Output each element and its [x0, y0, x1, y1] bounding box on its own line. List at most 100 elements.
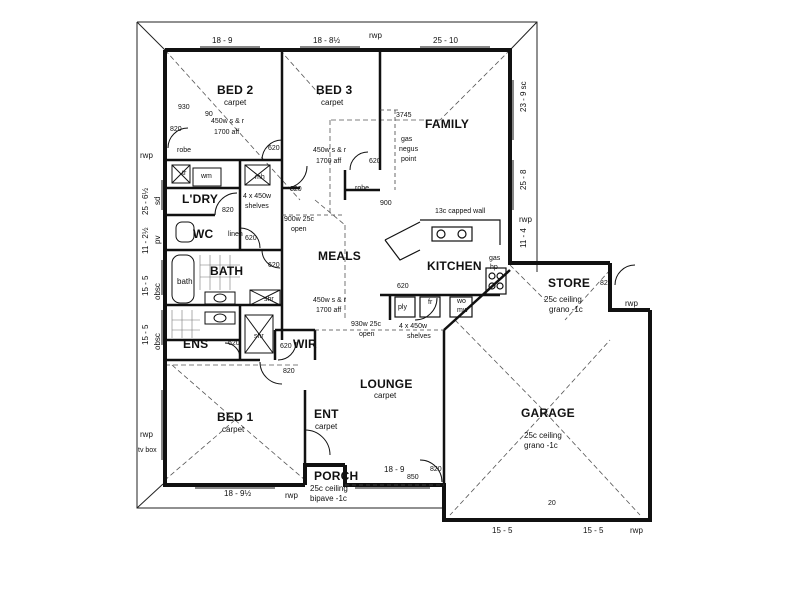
bed2-robe: robe: [177, 147, 192, 154]
lounge-820-a: 820: [283, 368, 295, 375]
dim-3745: 3745: [396, 112, 412, 119]
bed2-620: 620: [268, 145, 280, 152]
tv-box-label: tv box: [138, 447, 157, 454]
dim-left-pv: pv: [153, 235, 162, 244]
ceiling-openings: [282, 109, 444, 486]
store-ceiling-1: 25c ceiling: [544, 295, 582, 304]
ldry-tr: tr: [182, 170, 187, 177]
room-name-bath: BATH: [210, 264, 244, 278]
room-name-wc: WC: [193, 227, 214, 241]
garage-ceiling-2: grano -1c: [524, 441, 558, 450]
rwp-store: rwp: [625, 299, 638, 308]
room-name-ldry: L'DRY: [182, 192, 219, 206]
rwp-right: rwp: [519, 215, 532, 224]
rwp-top: rwp: [369, 31, 382, 40]
kitchen-620: 620: [397, 283, 409, 290]
windows: [161, 46, 514, 489]
kitchen-fr: fr: [428, 299, 433, 306]
dim-right-c: 11 - 4: [519, 228, 528, 248]
porch-ceiling-2: bipave -1c: [310, 494, 347, 503]
garage-ceiling-1: 25c ceiling: [524, 431, 562, 440]
room-name-porch: PORCH: [314, 469, 359, 483]
ldry-shelves-2: shelves: [245, 203, 269, 210]
dim-left-obsc2: obsc: [153, 333, 162, 350]
room-name-bed3: BED 3: [316, 83, 353, 97]
room-name-lounge: LOUNGE: [360, 377, 413, 391]
bed2-820: 820: [170, 126, 182, 133]
room-name-kitchen: KITCHEN: [427, 259, 482, 273]
bed3-robe: robe: [355, 185, 370, 192]
bath-620: 620: [268, 262, 280, 269]
roof-outline: [136, 21, 538, 509]
dim-bottom-1: 18 - 9½: [224, 489, 252, 498]
opening2-2: open: [359, 331, 375, 338]
wir-620: 620: [280, 343, 292, 350]
interior-walls: [165, 50, 511, 485]
rwp-left-2: rwp: [140, 430, 153, 439]
room-name-meals: MEALS: [318, 249, 361, 263]
store-ceiling-2: grano -1c: [549, 305, 583, 314]
ldry-mh: mh: [255, 174, 265, 181]
lounge-floor: carpet: [374, 391, 397, 400]
ldry-wm: wm: [201, 173, 212, 180]
porch-ceiling-1: 25c ceiling: [310, 484, 348, 493]
dim-right-b: 25 - 8: [519, 169, 528, 190]
dim-left-c: 15 - 5: [141, 275, 150, 296]
kit-shelves-1: 4 x 450w: [399, 323, 428, 330]
tile-hatching: [171, 255, 240, 338]
bath-shr: shr: [264, 296, 274, 303]
kit-shelves-2: shelves: [407, 333, 431, 340]
ldry-820: 820: [222, 207, 234, 214]
dim-top-2: 18 - 8½: [313, 36, 341, 45]
dim-right-a: 23 - 9 sc: [519, 81, 528, 112]
room-name-store: STORE: [548, 276, 591, 290]
rwp-bottom-1: rwp: [285, 491, 298, 500]
bed1-floor: carpet: [222, 425, 245, 434]
capped-wall: 13c capped wall: [435, 208, 486, 215]
linen-label: linen: [228, 231, 243, 238]
room-name-wir: WIR: [293, 337, 317, 351]
room-floor-bed3: carpet: [321, 98, 344, 107]
room-name-bed1: BED 1: [217, 410, 254, 424]
bed2-930: 930: [178, 104, 190, 111]
kitchen-mw: mw: [457, 307, 468, 314]
dim-left-d: 15 - 5: [141, 324, 150, 345]
kitchen-gas: gas: [489, 255, 501, 262]
bed2-wardrobe-2: 1700 aff: [214, 129, 240, 136]
bed3-wardrobe-2: 1700 aff: [316, 158, 342, 165]
dim-top-3: 25 - 10: [433, 36, 458, 45]
dim-900: 900: [380, 200, 392, 207]
dim-bottom-2: 18 - 9: [384, 465, 405, 474]
kitchen-benches: [384, 219, 507, 318]
dim-bottom-4: 15 - 5: [583, 526, 604, 535]
bed3-620: 620: [369, 158, 381, 165]
ldry-shelves-1: 4 x 450w: [243, 193, 272, 200]
kitchen-wo: wo: [457, 298, 466, 305]
roof-hips: [164, 49, 641, 516]
linen-620: 620: [245, 235, 257, 242]
room-floor-bed2: carpet: [224, 98, 247, 107]
dim-left-a: 25 - 6½: [141, 187, 150, 215]
bed2-wardrobe-1: 450w s & r: [211, 118, 245, 125]
bed2-90: 90: [205, 111, 213, 118]
kitchen-ply: ply: [398, 304, 407, 311]
dim-left-sd: sd: [153, 196, 162, 205]
room-name-family: FAMILY: [425, 117, 470, 131]
meals-sr-2: 1700 aff: [316, 307, 342, 314]
opening1-2: open: [291, 226, 307, 233]
bath-fixture-label: bath: [177, 277, 193, 286]
room-name-ent: ENT: [314, 407, 339, 421]
gas-point-2: negus: [399, 146, 419, 153]
dim-850: 850: [407, 474, 419, 481]
opening2-1: 930w 25c: [351, 321, 381, 328]
room-name-ens: ENS: [183, 337, 209, 351]
porch-820: 820: [430, 466, 442, 473]
bed3-wardrobe-1: 450w s & r: [313, 147, 347, 154]
kitchen-hp: hp: [490, 264, 498, 271]
bathroom-fixtures: [171, 164, 281, 354]
store-820: 820: [600, 280, 612, 287]
dim-left-b: 11 - 2½: [141, 227, 150, 254]
room-name-bed2: BED 2: [217, 83, 254, 97]
